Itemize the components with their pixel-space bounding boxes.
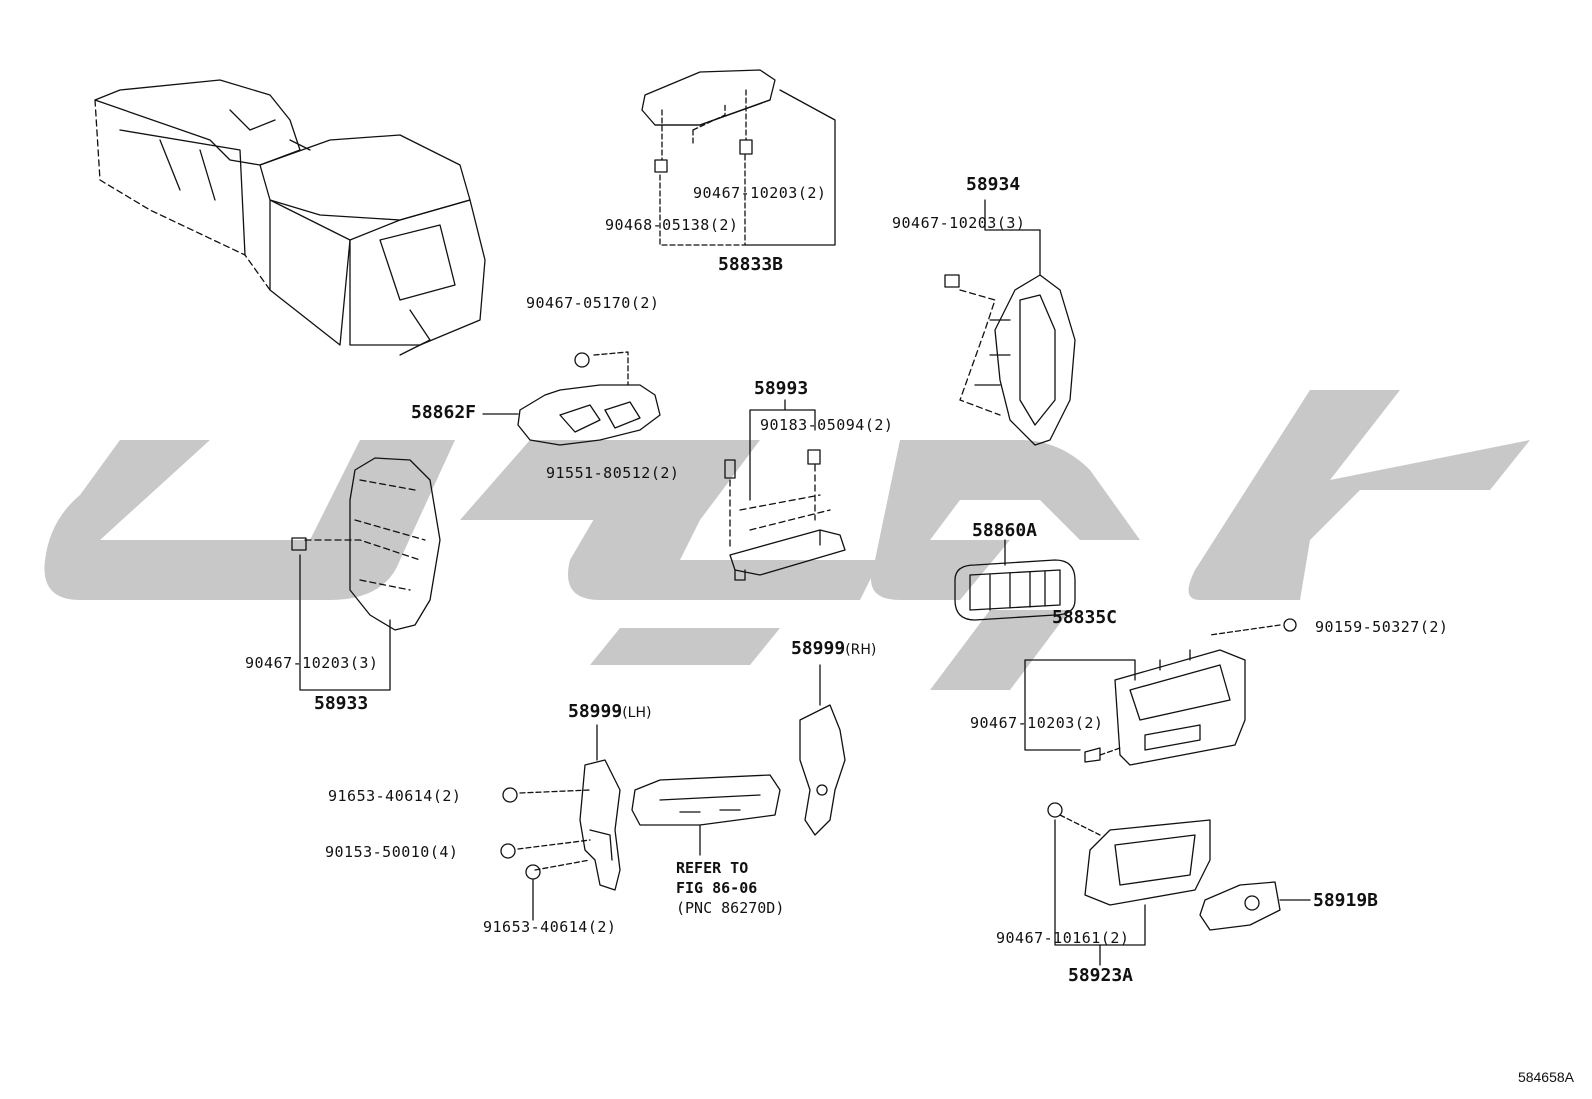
callout-90467-10203-a: 90467-10203(2): [693, 184, 827, 202]
callout-90467-10203-d: 90467-10203(2): [970, 714, 1104, 732]
pnc-58860a: 58860A: [972, 520, 1038, 541]
pnc-58999-rh-number: 58999: [791, 638, 846, 659]
pnc-58833b: 58833B: [718, 254, 784, 275]
callout-90153-50010: 90153-50010(4): [325, 843, 459, 861]
callout-90468-05138: 90468-05138(2): [605, 216, 739, 234]
callout-91551-80512: 91551-80512(2): [546, 464, 680, 482]
pnc-58835c: 58835C: [1052, 607, 1118, 628]
pnc-58933: 58933: [314, 693, 369, 714]
climate-control-unit: [631, 774, 781, 856]
callout-90467-10161: 90467-10161(2): [996, 929, 1130, 947]
pnc-58862f: 58862F: [411, 402, 477, 423]
armrest-lid: [641, 69, 836, 246]
pnc-58999-lh: 58999(LH): [568, 703, 651, 721]
air-vent: [954, 539, 1076, 621]
refer-line-2: FIG 86-06: [676, 879, 758, 897]
callout-90467-10203-b: 90467-10203(3): [892, 214, 1026, 232]
cup-holder: [482, 351, 661, 446]
pnc-58919b: 58919B: [1313, 890, 1379, 911]
shift-trim: [1047, 802, 1211, 966]
callout-90183-05094: 90183-05094(2): [760, 416, 894, 434]
pnc-58999-rh: 58999(RH): [791, 640, 876, 658]
side-trim-rh: [944, 199, 1076, 446]
refer-line-1: REFER TO: [676, 859, 749, 877]
callout-90467-05170: 90467-05170(2): [526, 294, 660, 312]
pnc-58993: 58993: [754, 378, 809, 399]
callout-90467-10203-c: 90467-10203(3): [245, 654, 379, 672]
pnc-58999-lh-side: (LH): [622, 705, 652, 721]
center-console: [94, 79, 486, 356]
refer-note: REFER TO FIG 86-06 (PNC 86270D): [676, 858, 784, 918]
figure-id: 584658A: [1517, 1069, 1574, 1085]
refer-line-3: (PNC 86270D): [676, 899, 785, 917]
usb-bezel: [1199, 881, 1311, 931]
bracket-lh: [500, 724, 621, 921]
pnc-58999-lh-number: 58999: [568, 701, 623, 722]
pnc-58999-rh-side: (RH): [845, 642, 877, 658]
callout-90159-50327: 90159-50327(2): [1315, 618, 1449, 636]
pnc-58923a: 58923A: [1068, 965, 1134, 986]
callout-91653-40614-a: 91653-40614(2): [328, 787, 462, 805]
side-panel-lh: [291, 457, 441, 691]
bracket-rh: [799, 664, 846, 836]
watermark-logo: [44, 390, 1530, 690]
pnc-58934: 58934: [966, 174, 1021, 195]
control-panel-bezel: [1024, 618, 1297, 766]
bracket-58993: [724, 399, 846, 581]
callout-91653-40614-b: 91653-40614(2): [483, 918, 617, 936]
